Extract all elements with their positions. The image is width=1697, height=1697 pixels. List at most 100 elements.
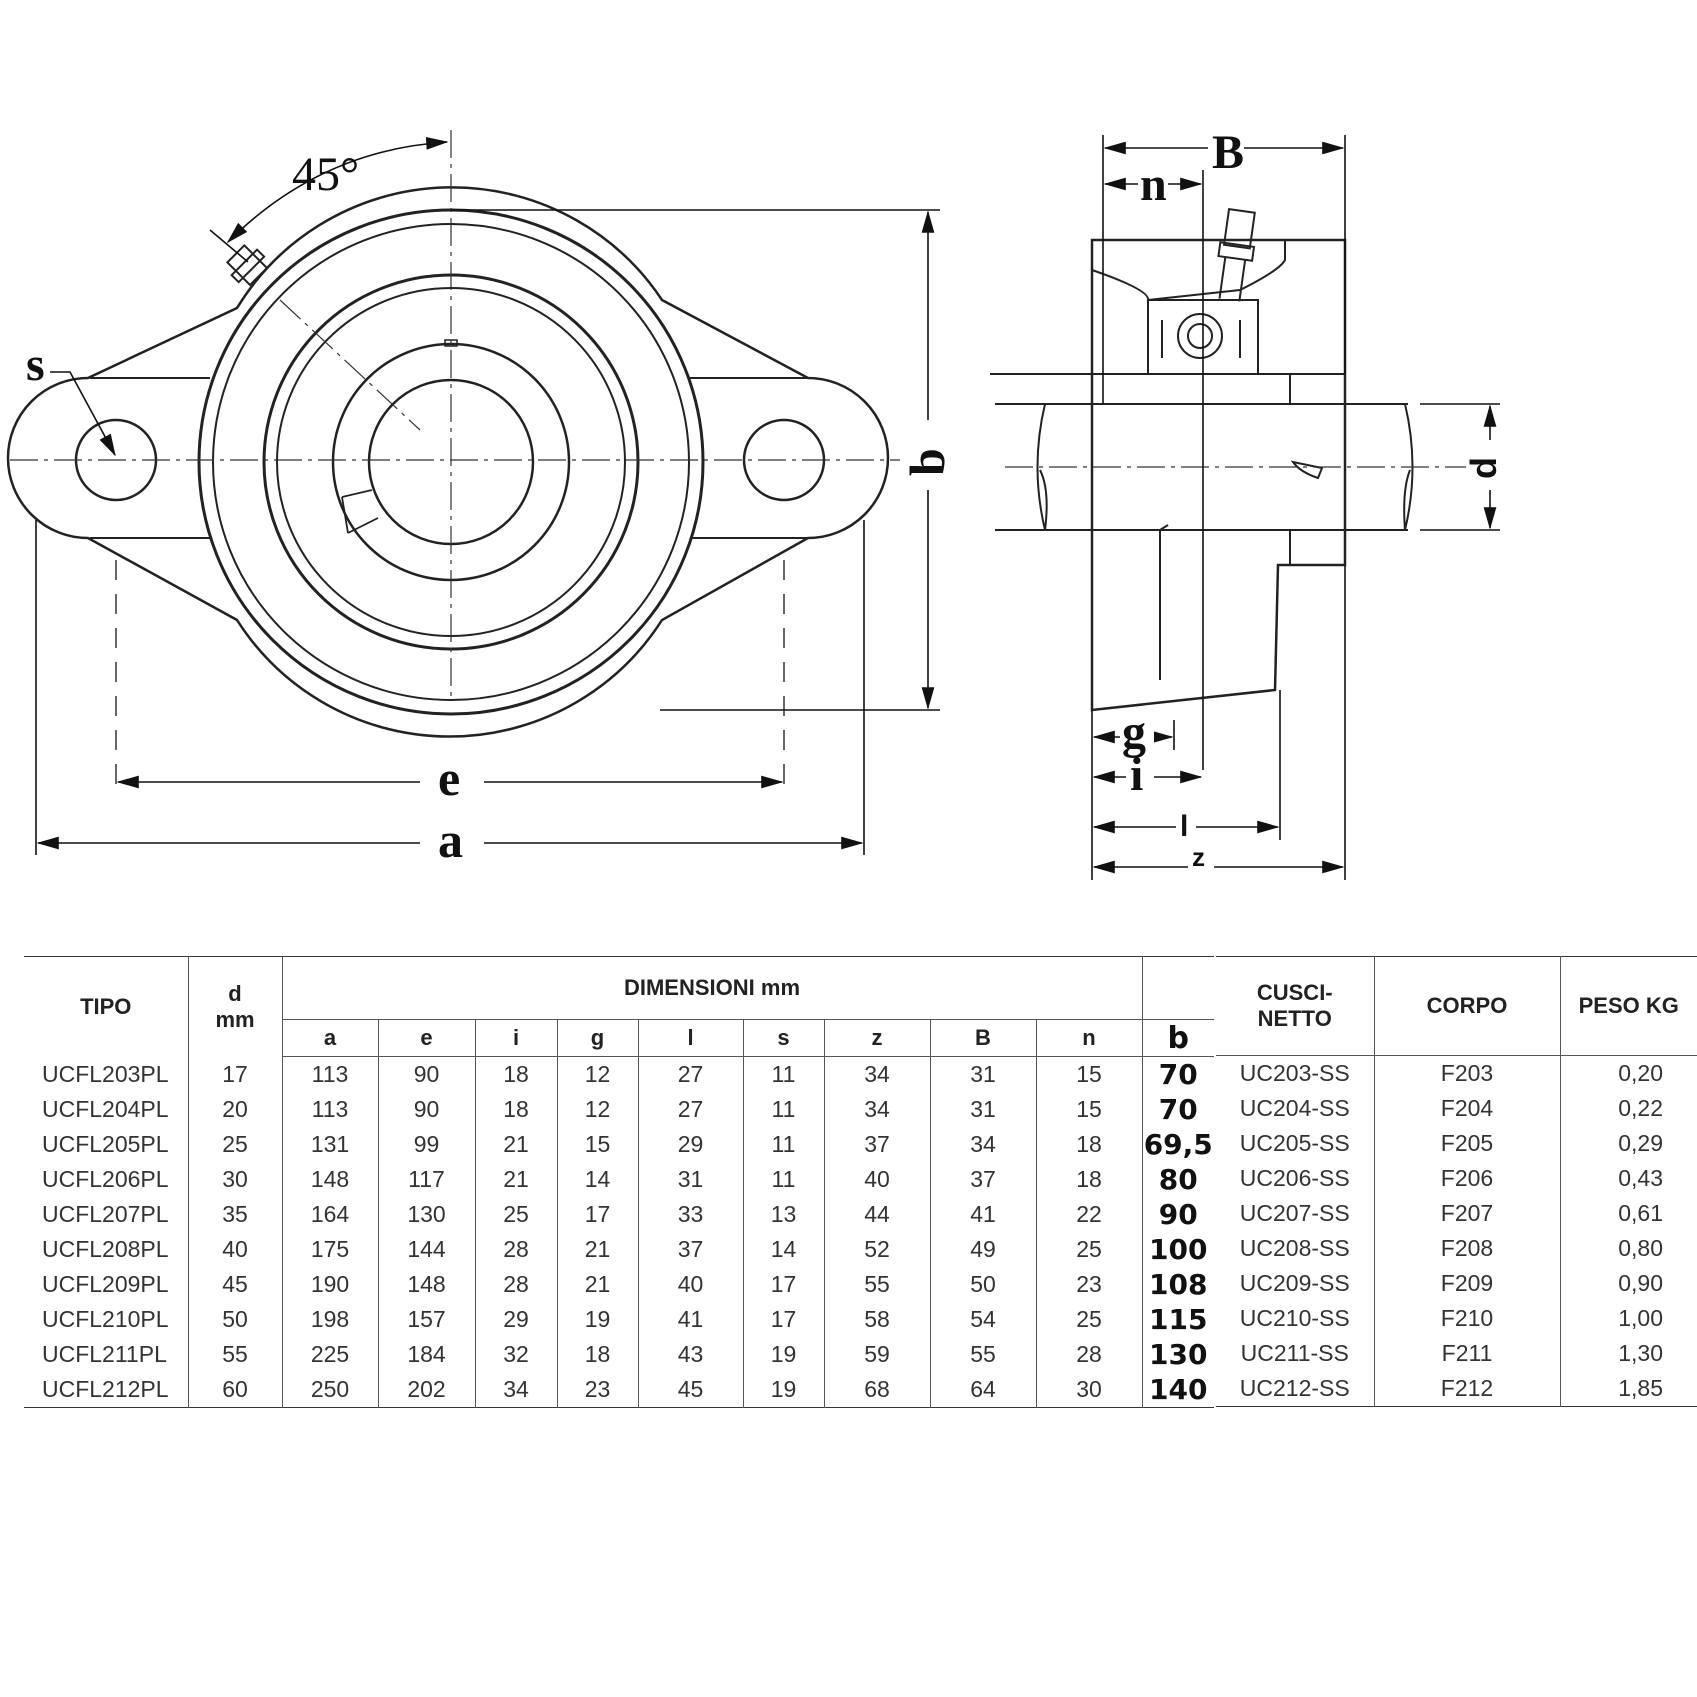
header-b: b <box>1141 1019 1214 1057</box>
cell-g: 12 <box>556 1056 638 1092</box>
cell-d: 55 <box>187 1337 282 1372</box>
cell-corpo: F208 <box>1373 1231 1560 1266</box>
header-dimensioni: DIMENSIONI mm <box>281 956 1142 1020</box>
label-g: g <box>1122 706 1146 759</box>
cell-z: 34 <box>823 1092 930 1127</box>
cell-n: 15 <box>1035 1092 1142 1127</box>
cell-n: 18 <box>1035 1162 1142 1197</box>
label-n: n <box>1140 158 1167 211</box>
cell-s: 14 <box>742 1232 824 1267</box>
cell-i: 21 <box>474 1127 557 1162</box>
cell-z: 68 <box>823 1372 930 1408</box>
cell-s: 11 <box>742 1092 824 1127</box>
header-B: B <box>929 1019 1036 1057</box>
side-grease-nipple <box>1217 207 1256 302</box>
cell-n: 28 <box>1035 1337 1142 1372</box>
cell-tipo: UCFL205PL <box>42 1131 169 1157</box>
cell-l: 43 <box>637 1337 743 1372</box>
cell-B: 50 <box>929 1267 1036 1302</box>
cell-s: 11 <box>742 1056 824 1092</box>
cell-g: 21 <box>556 1267 638 1302</box>
cell-s: 11 <box>742 1162 824 1197</box>
cell-cuscinetto: UC207-SS <box>1239 1200 1350 1226</box>
label-e: e <box>438 750 460 806</box>
cell-a: 198 <box>281 1302 378 1337</box>
cell-l: 33 <box>637 1197 743 1232</box>
cell-peso: 0,29 <box>1559 1126 1697 1161</box>
label-d: d <box>1463 457 1504 479</box>
cell-s: 19 <box>742 1337 824 1372</box>
cell-e: 99 <box>377 1127 475 1162</box>
cell-corpo: F209 <box>1373 1266 1560 1301</box>
cell-s: 19 <box>742 1372 824 1408</box>
label-z: z <box>1192 842 1205 872</box>
cell-z: 55 <box>823 1267 930 1302</box>
cell-e: 144 <box>377 1232 475 1267</box>
cell-s: 17 <box>742 1302 824 1337</box>
cell-peso: 1,30 <box>1559 1336 1697 1371</box>
cell-tipo: UCFL209PL <box>42 1271 169 1297</box>
cell-cuscinetto: UC205-SS <box>1239 1130 1350 1156</box>
cell-z: 40 <box>823 1162 930 1197</box>
cell-g: 12 <box>556 1092 638 1127</box>
label-B: B <box>1212 126 1244 179</box>
cell-e: 202 <box>377 1372 475 1408</box>
cell-tipo: UCFL206PL <box>42 1166 169 1192</box>
cell-B: 64 <box>929 1372 1036 1408</box>
side-housing <box>1090 238 1347 712</box>
cell-cuscinetto: UC212-SS <box>1239 1375 1350 1401</box>
cell-n: 18 <box>1035 1127 1142 1162</box>
cell-peso: 0,90 <box>1559 1266 1697 1301</box>
cell-g: 17 <box>556 1197 638 1232</box>
cell-d: 50 <box>187 1302 282 1337</box>
cell-i: 32 <box>474 1337 557 1372</box>
label-45-degrees: 45° <box>292 148 359 201</box>
cell-b: 69,5 <box>1141 1127 1214 1162</box>
cell-l: 37 <box>637 1232 743 1267</box>
cell-i: 34 <box>474 1372 557 1408</box>
cell-B: 49 <box>929 1232 1036 1267</box>
cell-cuscinetto: UC204-SS <box>1239 1095 1350 1121</box>
side-dimensions <box>1091 135 1500 880</box>
header-tipo: TIPO <box>80 993 132 1019</box>
cell-e: 157 <box>377 1302 475 1337</box>
cell-a: 225 <box>281 1337 378 1372</box>
cell-s: 13 <box>742 1197 824 1232</box>
cell-z: 52 <box>823 1232 930 1267</box>
cell-i: 28 <box>474 1267 557 1302</box>
header-corpo: CORPO <box>1373 956 1560 1056</box>
cell-corpo: F210 <box>1373 1301 1560 1336</box>
label-i: i <box>1130 748 1143 801</box>
label-a: a <box>438 812 463 868</box>
cell-d: 25 <box>187 1127 282 1162</box>
label-s: s <box>26 338 45 391</box>
cell-a: 164 <box>281 1197 378 1232</box>
cell-g: 23 <box>556 1372 638 1408</box>
cell-i: 21 <box>474 1162 557 1197</box>
cell-corpo: F206 <box>1373 1161 1560 1196</box>
cell-peso: 0,20 <box>1559 1055 1697 1091</box>
cell-B: 55 <box>929 1337 1036 1372</box>
cell-d: 45 <box>187 1267 282 1302</box>
cell-g: 14 <box>556 1162 638 1197</box>
cell-b: 100 <box>1141 1232 1214 1267</box>
cell-peso: 1,85 <box>1559 1371 1697 1407</box>
cell-e: 148 <box>377 1267 475 1302</box>
cell-n: 25 <box>1035 1302 1142 1337</box>
cell-a: 113 <box>281 1092 378 1127</box>
cell-e: 184 <box>377 1337 475 1372</box>
cell-tipo: UCFL204PL <box>42 1096 169 1122</box>
cell-a: 250 <box>281 1372 378 1408</box>
